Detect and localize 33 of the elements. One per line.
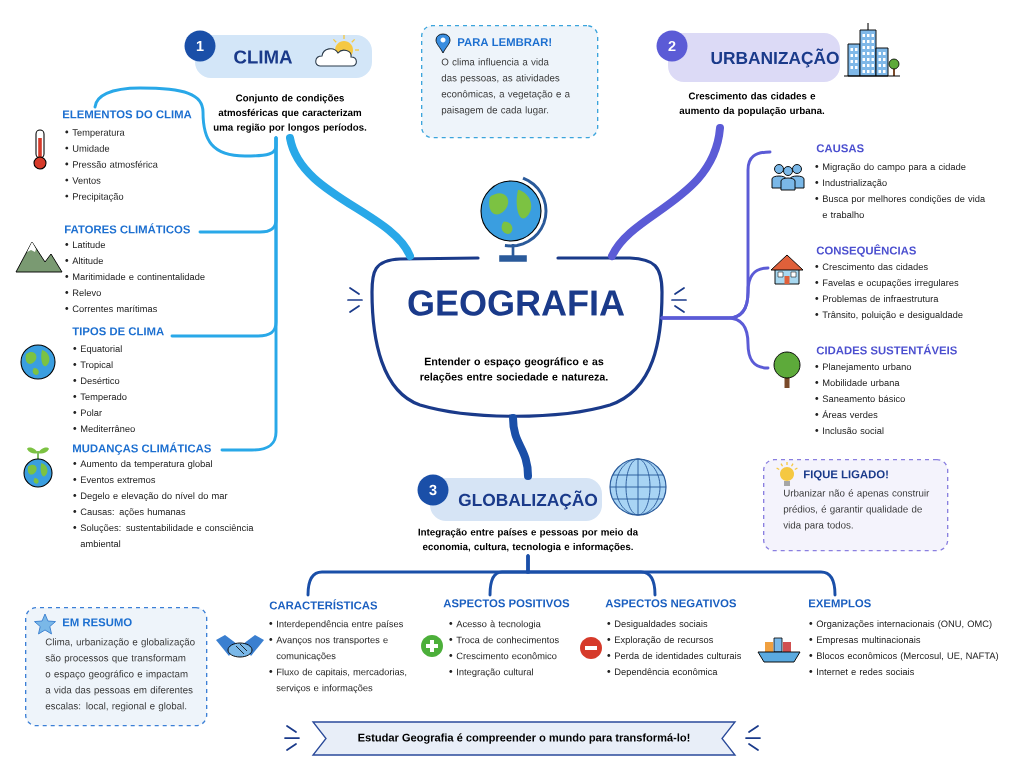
bullet-list: Planejamento urbano Mobilidade urbana Saneamento básico Áreas verdes Inclusão social bbox=[815, 363, 912, 435]
bullet-list: Desigualdades sociais Exploração de recursos Perda de identidades culturais Dependência econômica bbox=[607, 620, 741, 677]
description-text: Integração entre países e pessoas por meio da economia, cultura, tecnologia e informações. bbox=[418, 528, 639, 553]
note-box: EM RESUMO Clima, urbanização e globalização são processos que transformam o espaço geográfico e impactam a vida das pessoas em diferentes escalas: local, regional e global. bbox=[25, 607, 208, 727]
bullet-list: Equatorial Tropical Desértico Temperado Polar Mediterrâneo bbox=[73, 345, 135, 433]
note-box: PARA LEMBRAR! O clima influencia a vida das pessoas, as atividades econômicas, a vegetação e a paisagem de cada lugar. bbox=[421, 25, 599, 139]
bullet-list: Latitude Altitude Maritimidade e continentalidade Relevo Correntes marítimas bbox=[65, 241, 205, 313]
bullet-list: Aumento da temperatura global Eventos extremos Degelo e elevação do nível do mar Causas: ações humanas Soluções: sustentabilidade e consciência ambiental bbox=[73, 460, 254, 548]
section-heading: CAUSAS bbox=[816, 144, 864, 153]
section-heading: TIPOS DE CLIMA bbox=[72, 327, 164, 336]
description-text: Crescimento das cidades e aumento da população urbana. bbox=[679, 92, 825, 116]
number-badge: 3 bbox=[417, 474, 449, 506]
bullet-list: Organizações internacionais (ONU, OMC) Empresas multinacionais Blocos econômicos (Mercosul, UE, NAFTA) Internet e redes sociais bbox=[809, 620, 999, 676]
section-heading: MUDANÇAS CLIMÁTICAS bbox=[73, 442, 211, 455]
section-heading: CIDADES SUSTENTÁVEIS bbox=[816, 344, 957, 355]
number-badge: 2 bbox=[656, 30, 688, 62]
bullet-list: Acesso à tecnologia Troca de conhecimentos Crescimento econômico Integração cultural bbox=[449, 620, 559, 678]
section-heading: FATORES CLIMÁTICOS bbox=[65, 223, 190, 234]
bullet-list: Temperatura Umidade Pressão atmosférica Ventos Precipitação bbox=[65, 129, 158, 202]
note-box: FIQUE LIGADO! Urbanizar não é apenas construir prédios, é garantir qualidade de vida para todos. bbox=[763, 459, 949, 552]
description-text: Conjunto de condições atmosféricas que caracterizam uma região por longos períodos. bbox=[213, 94, 367, 133]
bullet-list: Interdependência entre países Avanços nos transportes e comunicações Fluxo de capitais, mercadorias, serviços e informações bbox=[269, 620, 407, 694]
bullet-list: Migração do campo para a cidade Industrialização Busca por melhores condições de vida e trabalho bbox=[815, 163, 986, 219]
bullet-list: Crescimento das cidades Favelas e ocupações irregulares Problemas de infraestrutura Trânsito, poluição e desigualdade bbox=[815, 263, 963, 320]
section-heading: ASPECTOS POSITIVOS bbox=[443, 599, 570, 608]
section-heading: CONSEQUÊNCIAS bbox=[816, 244, 916, 257]
number-badge: 1 bbox=[184, 30, 216, 62]
central-bubble: GEOGRAFIA Entender o espaço geográfico e as relações entre sociedade e natureza. bbox=[370, 256, 664, 418]
section-heading: CARACTERÍSTICAS bbox=[269, 599, 378, 610]
banner: Estudar Geografia é compreender o mundo para transformá-lo! bbox=[311, 721, 737, 756]
section-heading: ELEMENTOS DO CLIMA bbox=[63, 110, 192, 119]
section-heading: ASPECTOS NEGATIVOS bbox=[605, 599, 737, 608]
section-heading: EXEMPLOS bbox=[809, 599, 871, 608]
